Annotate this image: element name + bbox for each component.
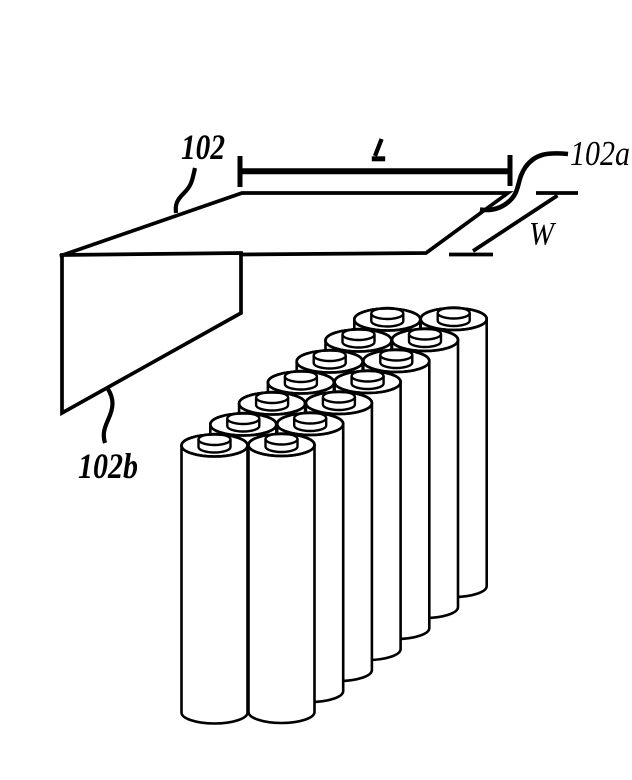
svg-text:102: 102 (181, 127, 225, 167)
svg-text:102a: 102a (570, 134, 630, 173)
svg-text:102b: 102b (78, 446, 138, 486)
svg-text:W: W (529, 217, 556, 253)
